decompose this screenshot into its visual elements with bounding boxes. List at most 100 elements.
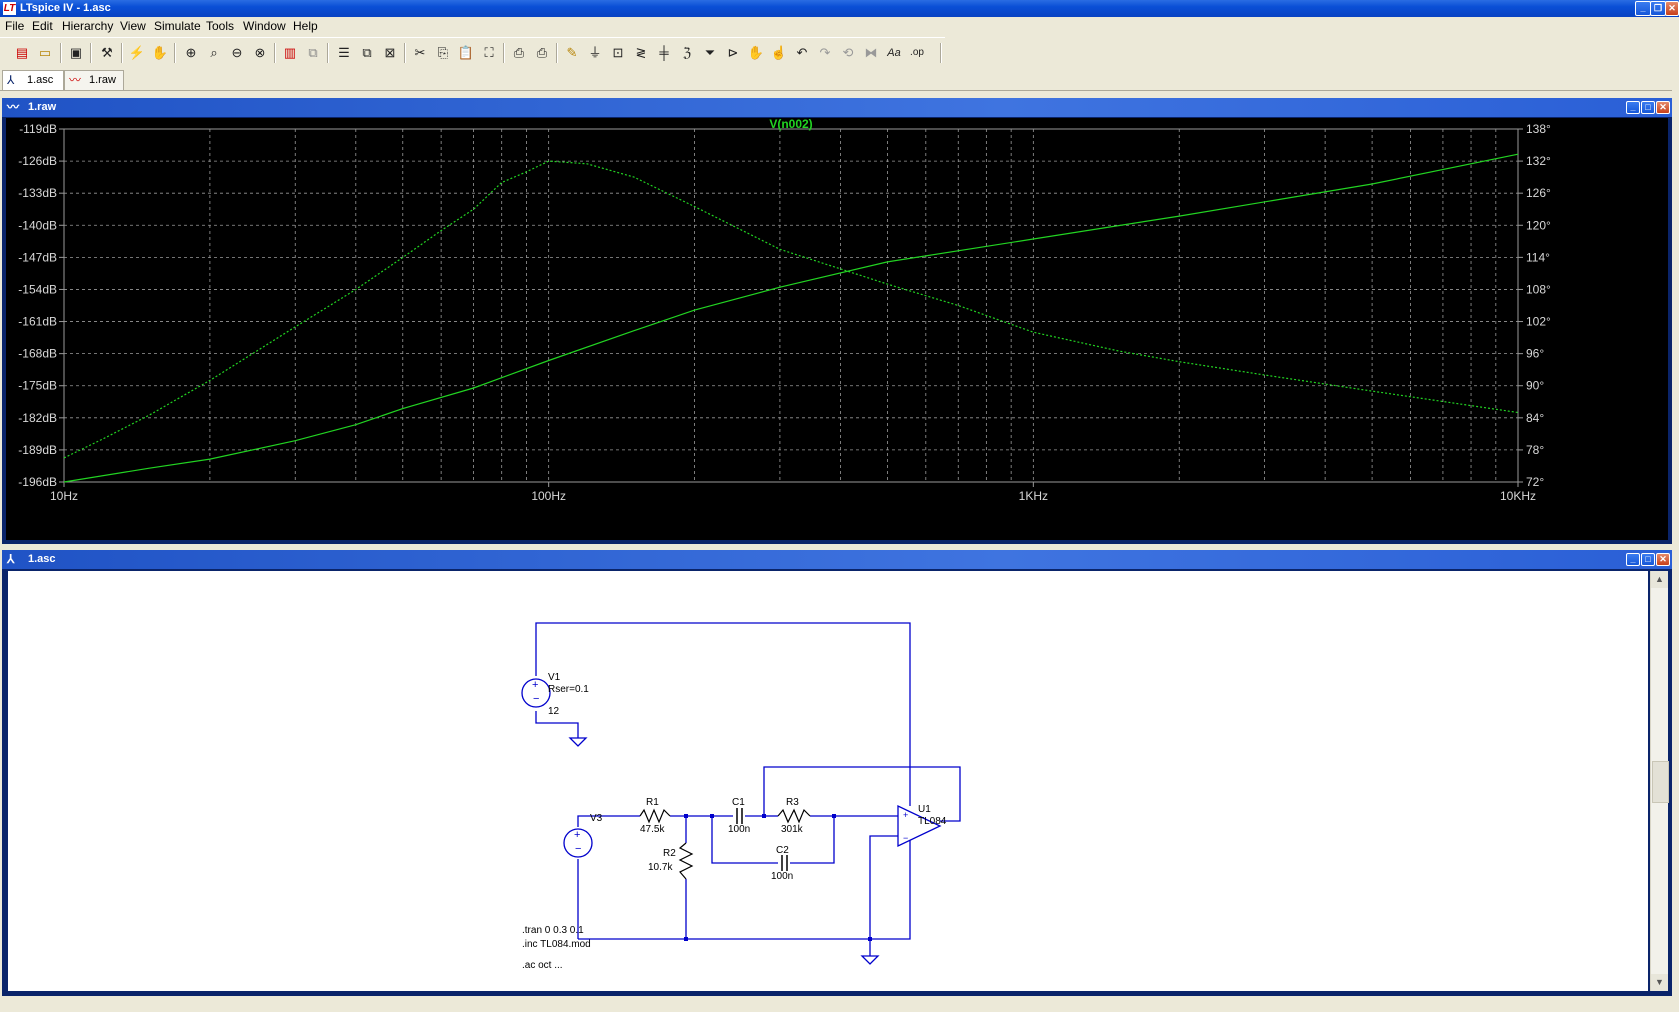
x-tick-label: 10Hz	[50, 489, 78, 503]
capacitor-c2[interactable]	[781, 855, 788, 871]
diode-icon[interactable]: ⏷	[704, 45, 716, 60]
phase-point	[1517, 412, 1518, 413]
child-minimize-button[interactable]: _	[1626, 101, 1640, 114]
child-close-button[interactable]: ✕	[1656, 553, 1670, 566]
restore-button[interactable]: ❐	[1650, 1, 1666, 16]
tab-1-asc[interactable]: ⅄ 1.asc	[2, 70, 64, 90]
y-left-tick-label: -133dB	[18, 186, 57, 200]
new-schematic-icon[interactable]: ▤	[15, 45, 29, 60]
menu-tools[interactable]: Tools	[206, 19, 235, 33]
label-c2-value: 100n	[771, 871, 793, 882]
component-icon[interactable]: ⊳	[727, 45, 739, 60]
close-windows-icon[interactable]: ⊠	[384, 45, 396, 60]
control-panel-icon[interactable]: ⚒	[101, 45, 113, 60]
ground-icon[interactable]: ⏚	[588, 45, 602, 60]
text-icon[interactable]: Aa	[887, 47, 901, 59]
child-close-button[interactable]: ✕	[1656, 101, 1670, 114]
resistor-r3[interactable]	[777, 808, 811, 824]
menu-help[interactable]: Help	[293, 19, 318, 33]
scroll-up-icon[interactable]: ▲	[1651, 571, 1668, 588]
spice-directive-inc[interactable]: .inc TL084.mod	[522, 939, 591, 950]
capacitor-icon[interactable]: ╪	[659, 45, 669, 60]
tile-horizontal-icon[interactable]: ☰	[338, 45, 350, 60]
save-icon[interactable]: ▣	[69, 45, 83, 60]
menu-edit[interactable]: Edit	[32, 19, 53, 33]
drag-icon[interactable]: ☝	[770, 45, 788, 60]
magnitude-point	[694, 309, 695, 310]
schematic-icon: ⅄	[7, 73, 15, 87]
plot-frame	[63, 128, 1519, 483]
menu-file[interactable]: File	[5, 19, 25, 33]
undo-icon[interactable]: ↶	[796, 45, 808, 60]
label-r1-value: 47.5k	[640, 824, 665, 835]
y-left-tick-label: -175dB	[18, 379, 57, 393]
zoom-pan-icon[interactable]: ⌕	[210, 45, 218, 60]
svg-text:+: +	[532, 679, 538, 691]
zoom-in-icon[interactable]: ⊕	[185, 45, 197, 60]
magnitude-point	[355, 424, 356, 425]
resistor-r2[interactable]	[678, 842, 694, 880]
tab-label: 1.raw	[89, 74, 116, 86]
spice-directive-tran[interactable]: .tran 0 0.3 0.1	[522, 925, 584, 936]
resistor-icon[interactable]: ≷	[635, 45, 647, 60]
phase-point	[149, 415, 150, 416]
magnitude-point	[402, 408, 403, 409]
redo-icon[interactable]: ↷	[819, 45, 831, 60]
open-icon[interactable]: ▭	[38, 45, 52, 60]
scroll-thumb[interactable]	[1652, 761, 1669, 803]
autoscale-icon[interactable]: ▥	[283, 45, 297, 60]
close-button[interactable]: ✕	[1665, 1, 1679, 16]
label-v1-value: 12	[548, 706, 560, 717]
label-net-icon[interactable]: ⊡	[612, 45, 624, 60]
inductor-icon[interactable]: ℨ	[682, 45, 691, 60]
schematic-canvas[interactable]: + − + −	[8, 571, 1648, 991]
menu-hierarchy[interactable]: Hierarchy	[62, 19, 114, 33]
magnitude-point	[1517, 154, 1518, 155]
voltage-source-v1[interactable]: + −	[521, 678, 551, 708]
waveform-window-title-bar[interactable]: 〰 1.raw _ □ ✕	[2, 98, 1672, 117]
print-icon[interactable]: ⎙	[536, 45, 548, 60]
spice-directive-partial[interactable]: .ac oct ...	[522, 960, 563, 971]
move-icon[interactable]: ✋	[747, 45, 765, 60]
zoom-out-icon[interactable]: ⊖	[231, 45, 243, 60]
copy-icon[interactable]: ⎘	[437, 45, 449, 60]
child-maximize-button[interactable]: □	[1641, 101, 1655, 114]
print-setup-icon[interactable]: ⎙	[513, 45, 525, 60]
child-maximize-button[interactable]: □	[1641, 553, 1655, 566]
paste-icon[interactable]: 📋	[457, 45, 475, 60]
menu-view[interactable]: View	[120, 19, 146, 33]
junctions	[684, 814, 872, 941]
child-minimize-button[interactable]: _	[1626, 553, 1640, 566]
cut-icon[interactable]: ✂	[414, 45, 426, 60]
scroll-down-icon[interactable]: ▼	[1651, 974, 1668, 991]
menu-window[interactable]: Window	[243, 19, 286, 33]
run-icon[interactable]: ⚡	[128, 45, 146, 60]
find-icon[interactable]: ⛶	[484, 45, 494, 60]
zoom-fit-icon[interactable]: ⊗	[254, 45, 266, 60]
schematic-window-title-bar[interactable]: ⅄ 1.asc _ □ ✕	[2, 550, 1672, 569]
app-title-bar[interactable]: LT LTspice IV - 1.asc _ ❐ ✕	[0, 0, 1679, 17]
trace-title: V(n002)	[769, 118, 812, 131]
capacitor-c1[interactable]	[736, 808, 743, 824]
label-r2-value: 10.7k	[648, 862, 673, 873]
plot-settings-icon[interactable]: ⧉	[308, 45, 318, 60]
vertical-scrollbar[interactable]: ▲ ▼	[1650, 571, 1669, 991]
rotate-icon[interactable]: ⟲	[842, 45, 854, 60]
schematic-window[interactable]: ⅄ 1.asc _ □ ✕	[2, 550, 1672, 996]
minimize-button[interactable]: _	[1635, 1, 1651, 16]
draw-wire-icon[interactable]: ✎	[566, 45, 578, 60]
spice-directive-icon[interactable]: .op	[910, 47, 924, 58]
mirror-icon[interactable]: ⧓	[864, 45, 878, 60]
voltage-source-v3[interactable]: + −	[563, 828, 593, 858]
cascade-icon[interactable]: ⧉	[362, 45, 372, 60]
halt-icon[interactable]: ✋	[151, 45, 169, 60]
resistor-r1[interactable]	[639, 808, 671, 824]
opamp-u1[interactable]: + −	[897, 804, 942, 848]
ground-icon[interactable]	[568, 737, 880, 965]
phase-point	[355, 289, 356, 290]
menu-simulate[interactable]: Simulate	[154, 19, 201, 33]
tab-1-raw[interactable]: 〰 1.raw	[64, 70, 124, 90]
